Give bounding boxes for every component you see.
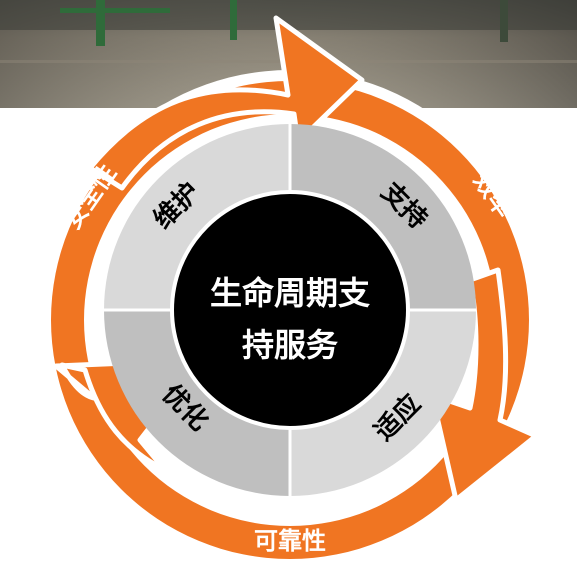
center-circle: [170, 190, 410, 430]
ring-label-reliability: 可靠性: [254, 527, 326, 555]
top-cycle-arrow: [87, 15, 365, 191]
center-title-line2: 持服务: [242, 326, 338, 364]
center-title-line1: 生命周期支: [210, 274, 370, 312]
